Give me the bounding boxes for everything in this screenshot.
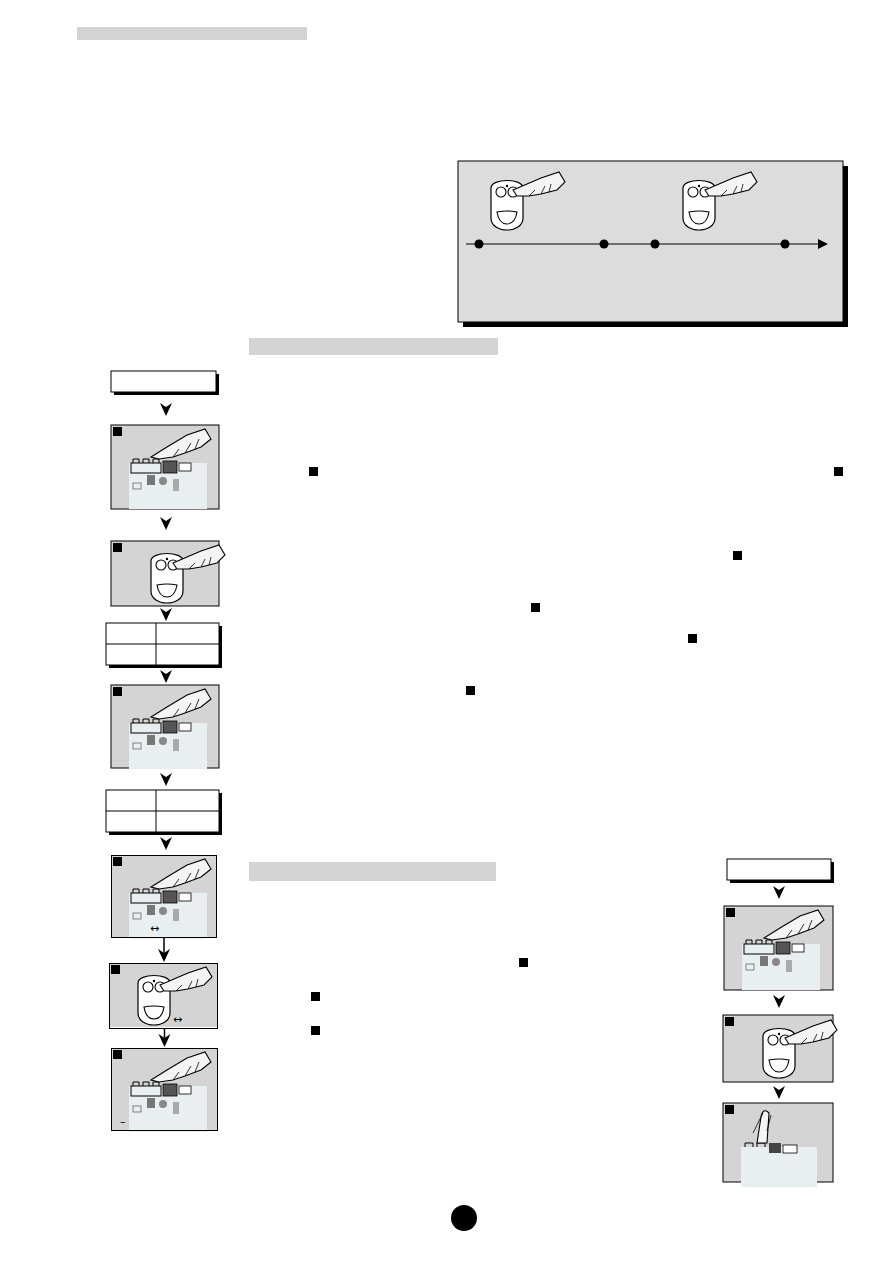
board-press xyxy=(129,689,211,769)
step-symbol: – xyxy=(120,1116,126,1128)
table-rule xyxy=(106,811,219,812)
board-press xyxy=(129,1052,211,1132)
step-marker xyxy=(309,467,318,476)
remote-press xyxy=(683,172,757,230)
flow-arrow xyxy=(160,403,172,416)
flow-arrow xyxy=(160,837,172,850)
flow-arrow xyxy=(773,1086,785,1099)
step-ground xyxy=(109,963,218,1027)
flow-arrow xyxy=(773,886,785,899)
step-marker xyxy=(726,908,735,917)
flow-arrow xyxy=(160,517,172,530)
step-marker xyxy=(519,958,528,967)
time-point xyxy=(651,240,660,249)
heading-bar xyxy=(249,862,496,881)
step-box: – xyxy=(111,1048,218,1131)
step-symbol: ↔ xyxy=(150,923,159,935)
step-ground xyxy=(111,855,217,938)
flow-arrow xyxy=(160,773,172,786)
table-rule xyxy=(106,644,219,645)
time-point xyxy=(600,240,609,249)
step-marker xyxy=(113,687,122,696)
step-marker xyxy=(688,634,697,643)
flow-arrow xyxy=(158,938,170,962)
board-press xyxy=(129,429,211,509)
step-marker xyxy=(531,603,540,612)
remote-press xyxy=(491,172,565,230)
step-box: ↔ xyxy=(109,963,218,1029)
step-box xyxy=(111,685,219,768)
flow-arrow xyxy=(160,670,172,683)
time-point xyxy=(781,240,790,249)
start-box xyxy=(727,859,831,880)
board-press xyxy=(742,910,824,990)
step-marker xyxy=(113,543,122,552)
step-marker xyxy=(725,1017,734,1026)
time-point xyxy=(475,240,484,249)
remote-press xyxy=(151,545,225,603)
table-rule xyxy=(156,790,157,832)
step-marker xyxy=(466,686,475,695)
step-symbol: ↔ xyxy=(173,1014,182,1026)
step-marker xyxy=(113,1050,122,1059)
step-marker xyxy=(111,965,120,974)
connector-insert xyxy=(741,1111,817,1187)
status-table xyxy=(106,790,219,832)
flow-arrow xyxy=(160,608,172,621)
step-marker xyxy=(311,1026,320,1035)
step-marker xyxy=(113,427,122,436)
status-table xyxy=(106,623,219,665)
step-box: ↔ xyxy=(111,855,217,938)
table-rule xyxy=(156,623,157,665)
step-marker xyxy=(834,467,843,476)
page-number-disc xyxy=(451,1205,477,1231)
heading-bar xyxy=(249,338,498,355)
board-press xyxy=(129,859,211,939)
timeline-panel xyxy=(458,161,843,322)
time-axis xyxy=(466,243,820,244)
step-box xyxy=(111,425,219,509)
remote-press xyxy=(763,1020,837,1078)
start-box xyxy=(111,371,216,392)
flow-arrow xyxy=(773,995,785,1008)
step-marker xyxy=(725,1105,734,1114)
heading-bar xyxy=(77,27,307,40)
step-box xyxy=(724,906,833,990)
step-marker xyxy=(113,857,122,866)
remote-press xyxy=(138,967,212,1025)
flow-arrow xyxy=(159,1029,171,1047)
axis-arrowhead xyxy=(818,239,828,249)
step-marker xyxy=(733,551,742,560)
step-marker xyxy=(311,992,320,1001)
